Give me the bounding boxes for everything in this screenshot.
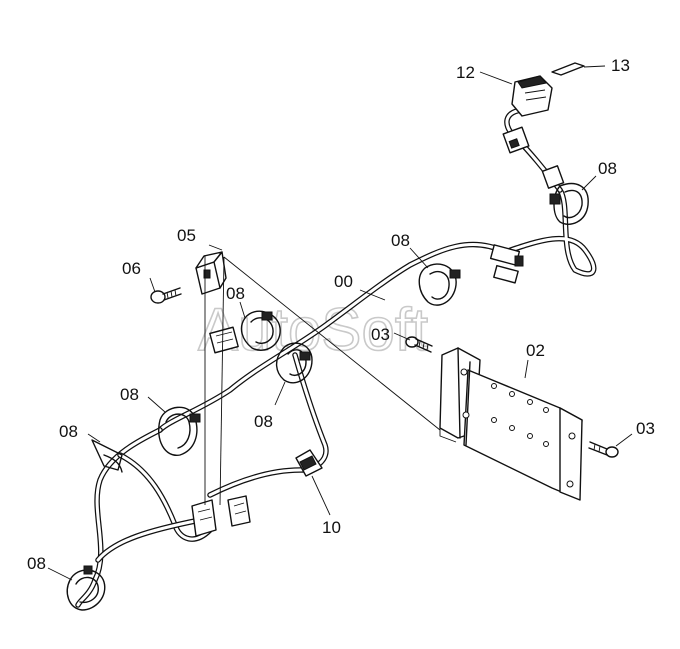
callout-03-right: 03 [636,419,655,438]
callout-08-bottom-left: 08 [27,554,46,573]
switch-connector [502,75,565,189]
clamp-center-right [418,263,461,306]
callout-13: 13 [611,56,630,75]
clamp-far-left [91,439,123,473]
callout-06: 06 [122,259,141,278]
callout-00: 00 [334,272,353,291]
wiring-harness [75,107,597,608]
grommet [295,449,323,477]
tag-plate [551,62,585,76]
clamp-center-left [240,310,281,351]
bracket [439,347,583,501]
callout-08-left: 08 [120,385,139,404]
clamp-bottom-left [66,565,106,611]
callout-08-center-right: 08 [391,231,410,250]
callout-12: 12 [456,63,475,82]
watermark: AutoSoft [198,296,428,363]
screw-03-right [588,441,619,458]
callout-08-upper-right: 08 [598,159,617,178]
screw-06 [150,287,182,304]
harness-connector [191,326,251,537]
relay [195,251,227,295]
leader-lines [47,65,633,581]
callout-10: 10 [322,518,341,537]
callout-08-far-left: 08 [59,422,78,441]
clamp-left [158,406,201,456]
callout-08-center: 08 [254,412,273,431]
callout-08-center-left: 08 [226,284,245,303]
clamp-upper-right [549,182,589,225]
callout-05: 05 [177,226,196,245]
callout-03-left: 03 [371,325,390,344]
callouts: 00 02 03 03 05 06 08 08 08 08 08 08 08 1… [27,56,655,573]
callout-02: 02 [526,341,545,360]
clamp-center [275,342,313,384]
